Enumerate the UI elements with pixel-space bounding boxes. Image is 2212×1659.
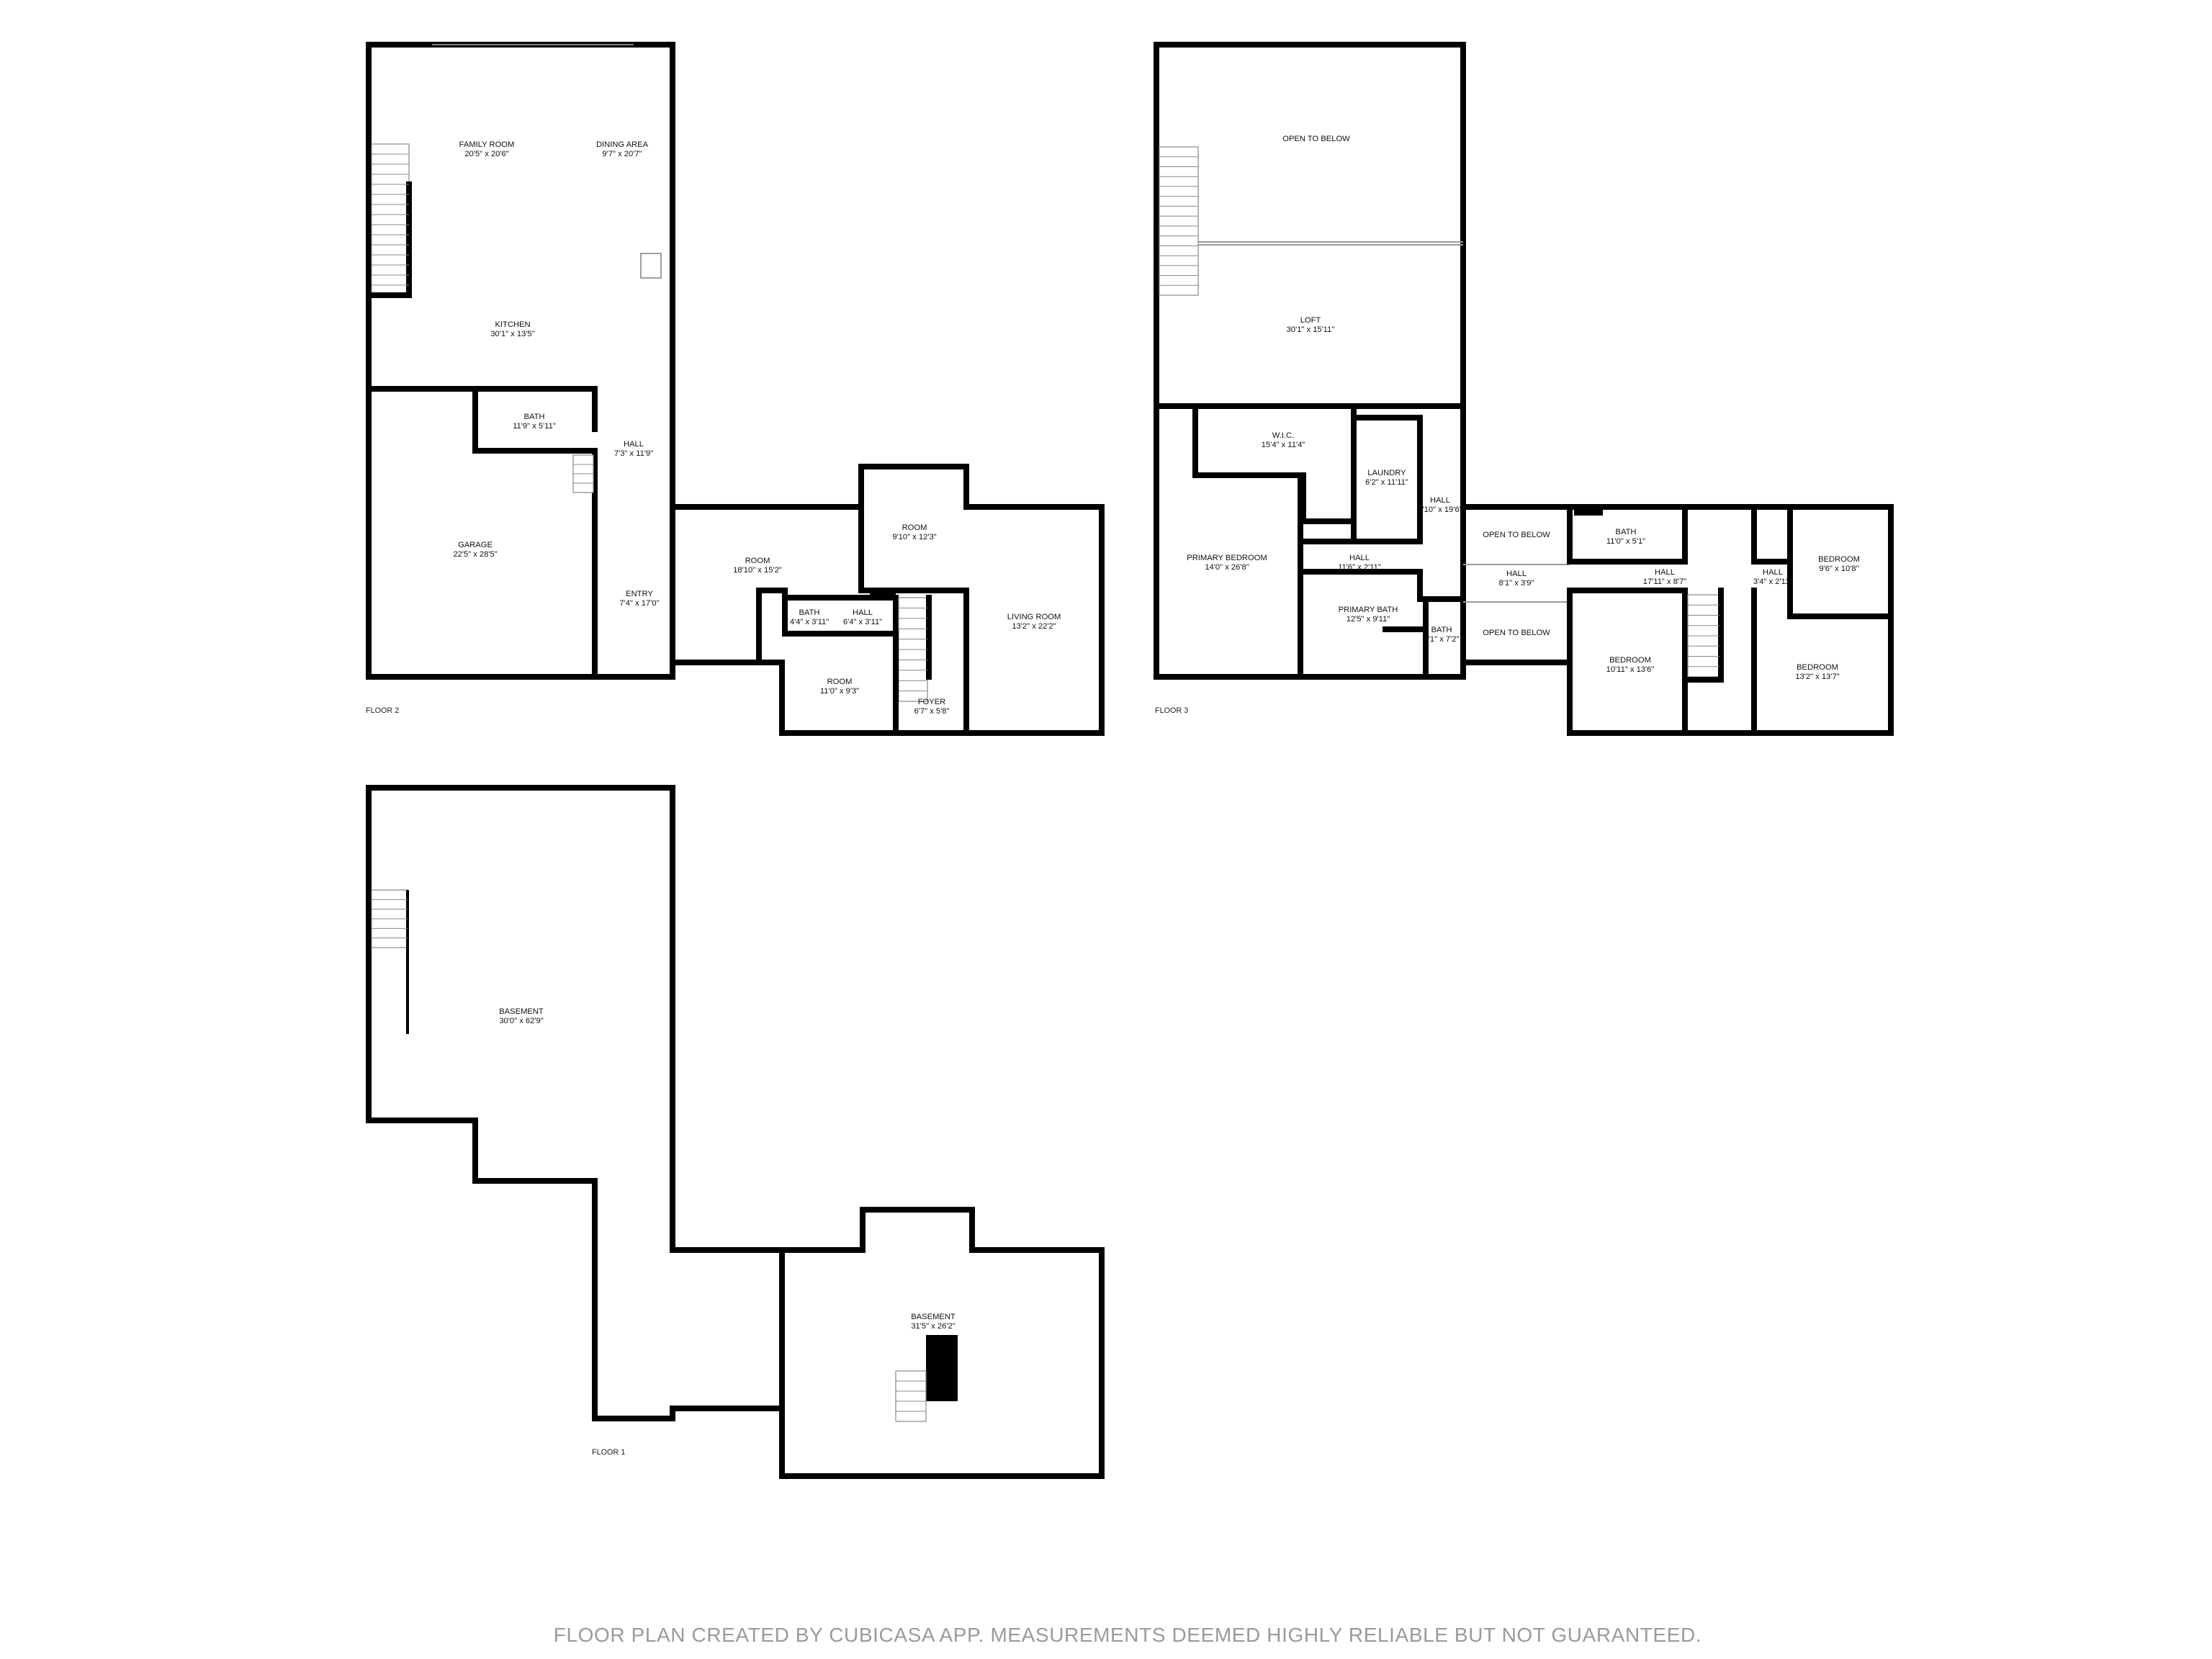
room-dimensions: 9'7" x 20'7" [602,150,642,158]
bedroom-walls [1567,588,1688,736]
room-name: HALL [853,608,873,617]
room-dimensions: 7'4" x 17'0" [619,599,659,608]
floor-2-plan: FLOOR 2 [366,42,1105,736]
room-name: HALL [1506,570,1527,578]
room-name: BATH [523,413,544,421]
room-name: OPEN TO BELOW [1282,135,1350,143]
room-dimensions: 31'5" x 26'2" [911,1322,955,1331]
room-name: ROOM [827,678,853,686]
room-dimensions: 9'6" x 10'8" [1819,565,1858,573]
room-dimensions: 17'11" x 8'7" [1643,577,1687,586]
room-name: LOFT [1300,316,1321,325]
floor-1-plan: FLOOR 1 [366,785,1105,1479]
room-name: OPEN TO BELOW [1483,531,1550,539]
room-dimensions: 14'0" x 26'8" [1205,563,1249,572]
room-name: BASEMENT [911,1313,956,1321]
room-name: ROOM [902,523,927,532]
chimney-block [926,1335,958,1401]
room-dimensions: 6'4" x 3'11" [843,618,882,626]
room-name: PRIMARY BEDROOM [1187,554,1267,562]
wall [472,386,598,680]
room-dimensions: 20'5" x 20'6" [464,150,508,158]
room-dimensions: 11'0" x 9'3" [820,687,859,696]
basement-outline [366,785,1105,1479]
stairs-icon [895,1370,927,1422]
room-dimensions: 18'10" x 15'2" [733,566,782,575]
wall [1787,504,1894,619]
room-name: BEDROOM [1609,656,1651,665]
room-name: DINING AREA [596,140,649,149]
room-dimensions: 30'0" x 62'9" [499,1017,543,1025]
wall [1298,569,1466,602]
room-name: FAMILY ROOM [459,140,515,149]
room-name: HALL [1349,554,1370,562]
wic-walls [1192,403,1357,524]
footer-disclaimer: FLOOR PLAN CREATED BY CUBICASA APP. MEAS… [554,1624,1701,1646]
room-dimensions: 13'2" x 22'2" [1012,622,1056,631]
chimney-block [1574,508,1603,516]
room-name: BEDROOM [1797,663,1838,672]
room-dimensions: 6'2" x 11'11" [1365,478,1408,487]
room-name: KITCHEN [495,320,530,329]
wall [369,181,412,298]
room-dimensions: 8'1" x 3'9" [1499,579,1534,588]
wall [1682,588,1724,683]
wall [858,504,969,736]
room-name: HALL [1430,496,1450,505]
room-dimensions: 7'3" x 11'9" [614,449,653,458]
room-dimensions: 11'9" x 5'11" [513,422,556,431]
chimney-block [870,590,896,599]
floor1-label: FLOOR 1 [592,1448,625,1457]
room-name: HALL [1655,568,1675,577]
room-dimensions: 11'6" x 2'11" [1338,563,1381,572]
room-name: PRIMARY BATH [1339,606,1398,614]
room-name: W.I.C. [1272,431,1294,440]
stairs-icon [371,143,410,296]
room-name: BATH [1615,528,1636,536]
room-dimensions: 9'10" x 12'3" [892,533,936,541]
room-name: OPEN TO BELOW [1483,629,1550,637]
room-name: BATH [1431,626,1452,634]
room-dimensions: 15'4" x 11'4" [1262,441,1305,449]
floor-3-plan: FLOOR 3 [1154,42,1894,736]
bath-hall-walls [782,595,899,637]
room-name: LIVING ROOM [1007,613,1061,621]
room-name: BEDROOM [1818,555,1860,564]
room-dimensions: 3'10" x 19'6" [1418,505,1462,514]
floor3-main-outline [1154,42,1466,680]
room-dimensions: 4'1" x 7'2" [1424,635,1460,644]
floor2-label: FLOOR 2 [366,706,399,715]
floor3-east-outline [1460,504,1894,736]
room-dimensions: 12'5" x 9'11" [1346,615,1390,624]
room-dimensions: 30'1" x 15'11" [1287,325,1335,334]
room-name: GARAGE [458,541,493,549]
bath-walls [1567,504,1688,565]
wall [756,588,899,665]
room-name: HALL [1763,568,1783,577]
room-dimensions: 3'4" x 2'11" [1753,577,1792,586]
room-name: ROOM [745,557,770,565]
room-name: ENTRY [626,590,653,598]
floor2-main-outline [366,42,675,680]
room-name: FOYER [918,698,946,706]
room-dimensions: 22'5" x 28'5" [453,550,497,559]
floor2-east-outline [670,464,1105,736]
room-dimensions: 11'0" x 5'1" [1606,537,1645,546]
stairs-icon [1159,146,1199,296]
fireplace-icon [640,253,662,279]
floor3-label: FLOOR 3 [1155,706,1188,715]
room-dimensions: 4'4" x 3'11" [790,618,829,626]
room-dimensions: 30'1" x 13'5" [490,330,534,338]
room-name: BASEMENT [499,1007,544,1016]
room-dimensions: 13'2" x 13'7" [1795,673,1839,681]
room-name: LAUNDRY [1367,469,1406,477]
room-name: HALL [624,440,644,449]
room-dimensions: 10'11" x 13'6" [1606,665,1655,674]
room-name: BATH [799,608,819,617]
room-dimensions: 6'7" x 5'8" [914,707,950,716]
wall [1751,504,1793,565]
